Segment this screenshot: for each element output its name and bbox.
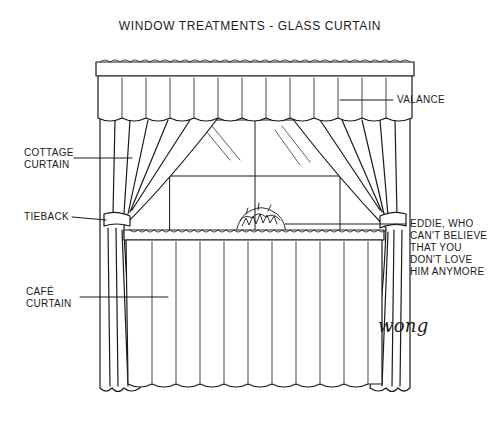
note-label: EDDIE, WHO CAN'T BELIEVE THAT YOU DON'T … (410, 218, 494, 278)
part-label: COTTAGE CURTAIN (24, 147, 74, 171)
part-label: TIEBACK (24, 211, 74, 223)
label-slot: VALANCE (397, 94, 487, 106)
cafe-curtain (124, 230, 386, 387)
part-label: CAFÉ CURTAIN (26, 286, 78, 310)
label-slot: COTTAGE CURTAIN (24, 147, 74, 171)
tieback (104, 212, 406, 228)
label-slot: CAFÉ CURTAIN (26, 286, 78, 310)
label-slot: TIEBACK (24, 211, 74, 223)
label-slot: EDDIE, WHO CAN'T BELIEVE THAT YOU DON'T … (410, 218, 494, 278)
label-slot: wong (378, 316, 438, 336)
part-label: VALANCE (397, 94, 487, 106)
signature: wong (378, 316, 438, 336)
leader-line (72, 100, 406, 297)
eddie-figure (236, 203, 286, 232)
diagram-title: WINDOW TREATMENTS - GLASS CURTAIN (119, 20, 381, 32)
title-slot: WINDOW TREATMENTS - GLASS CURTAIN (0, 16, 500, 34)
valance (96, 60, 414, 121)
